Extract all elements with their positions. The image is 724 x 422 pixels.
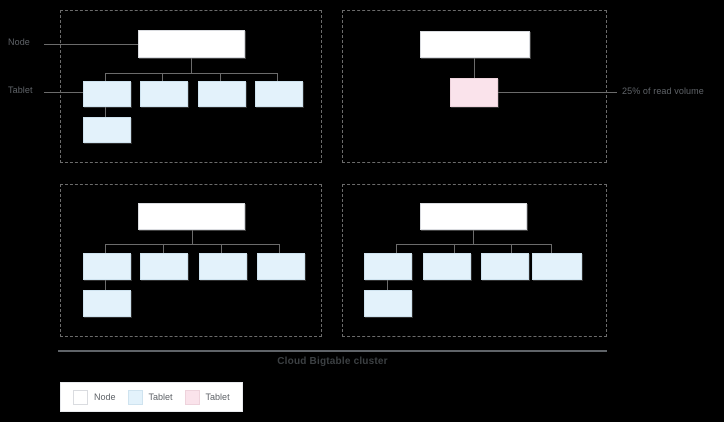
connector-drop-br-1 — [396, 244, 397, 253]
node-box-top-left[interactable] — [138, 30, 245, 58]
legend: Node Tablet Tablet — [60, 382, 243, 412]
tablet-box-br-5[interactable] — [364, 290, 412, 317]
connector-drop-bl-4 — [279, 244, 280, 253]
connector-drop-tl-3 — [220, 73, 221, 81]
connector-node-stem-tr — [474, 58, 475, 78]
legend-swatch-node — [73, 389, 88, 405]
connector-drop-br-2 — [454, 244, 455, 253]
tablet-label: Tablet — [8, 85, 33, 95]
connector-bus-bl — [105, 244, 279, 245]
tablet-box-br-4[interactable] — [532, 253, 582, 280]
connector-drop-br-child — [387, 280, 388, 290]
legend-label-node: Node — [94, 392, 116, 402]
tablet-box-br-1[interactable] — [364, 253, 412, 280]
connector-node-stem-tl — [191, 58, 192, 73]
tablet-box-hot[interactable] — [450, 78, 498, 107]
tablet-box-bl-2[interactable] — [140, 253, 188, 280]
connector-drop-tl-2 — [162, 73, 163, 81]
tablet-box-bl-4[interactable] — [257, 253, 305, 280]
node-box-top-right[interactable] — [420, 31, 530, 58]
legend-item-node: Node — [73, 389, 116, 405]
tablet-box-tl-1[interactable] — [83, 81, 131, 107]
tablet-leader-line — [44, 92, 83, 93]
cluster-divider — [58, 350, 607, 352]
legend-swatch-tablet-hot — [184, 389, 200, 405]
connector-node-stem-bl — [192, 230, 193, 244]
tablet-box-tl-5[interactable] — [83, 117, 131, 143]
legend-item-tablet-hot: Tablet — [184, 389, 230, 405]
node-group-top-right — [342, 10, 607, 163]
tablet-box-br-3[interactable] — [481, 253, 529, 280]
tablet-box-tl-4[interactable] — [255, 81, 303, 107]
node-leader-line — [44, 44, 138, 45]
connector-drop-bl-2 — [163, 244, 164, 253]
legend-label-tablet: Tablet — [148, 392, 173, 402]
connector-drop-br-3 — [511, 244, 512, 253]
node-group-bottom-right — [342, 184, 607, 337]
connector-drop-bl-child — [105, 280, 106, 290]
hot-tablet-annotation: 25% of read volume — [622, 86, 704, 96]
legend-swatch-tablet — [127, 389, 143, 405]
connector-bus-tl — [105, 73, 277, 74]
legend-label-tablet-hot: Tablet — [205, 392, 230, 402]
hot-tablet-leader-line — [498, 92, 617, 93]
node-box-bottom-left[interactable] — [138, 203, 245, 230]
node-box-bottom-right[interactable] — [420, 203, 527, 230]
connector-drop-bl-3 — [221, 244, 222, 253]
node-group-bottom-left — [60, 184, 322, 337]
tablet-box-bl-3[interactable] — [199, 253, 247, 280]
connector-drop-tl-1 — [105, 73, 106, 81]
tablet-box-bl-5[interactable] — [83, 290, 131, 317]
connector-drop-br-4 — [551, 244, 552, 253]
tablet-box-tl-2[interactable] — [140, 81, 188, 107]
tablet-box-bl-1[interactable] — [83, 253, 131, 280]
connector-bus-br — [396, 244, 551, 245]
tablet-box-br-2[interactable] — [423, 253, 471, 280]
legend-item-tablet: Tablet — [127, 389, 173, 405]
connector-drop-bl-1 — [105, 244, 106, 253]
connector-node-stem-br — [473, 230, 474, 244]
cluster-caption: Cloud Bigtable cluster — [277, 356, 388, 367]
node-label: Node — [8, 37, 30, 47]
connector-drop-tl-child — [105, 107, 106, 117]
tablet-box-tl-3[interactable] — [198, 81, 246, 107]
connector-drop-tl-4 — [277, 73, 278, 81]
node-group-top-left — [60, 10, 322, 163]
